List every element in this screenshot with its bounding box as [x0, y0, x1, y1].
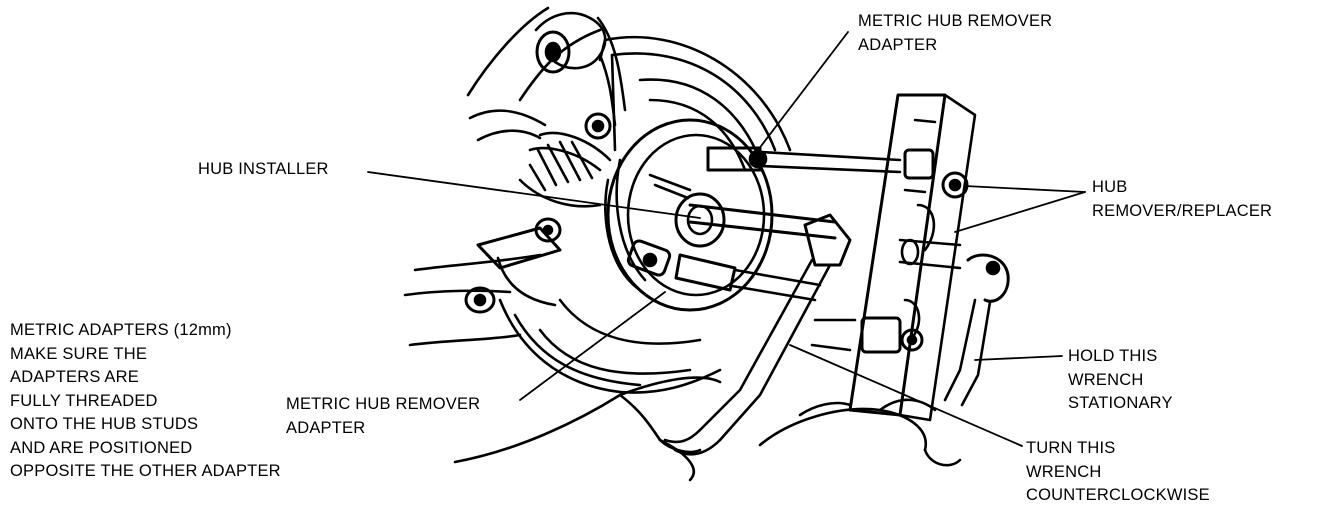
label-line: METRIC HUB REMOVER: [858, 12, 1053, 30]
lower-control-arm: [403, 217, 562, 347]
label-line: COUNTERCLOCKWISE: [1026, 486, 1210, 504]
label-line: ONTO THE HUB STUDS: [10, 415, 199, 433]
label-line: TURN THIS: [1026, 439, 1116, 457]
label-line: METRIC HUB REMOVER: [286, 395, 481, 413]
label-hub-remover-replacer: HUB REMOVER/REPLACER: [1092, 176, 1272, 223]
label-turn-this-wrench: TURN THIS WRENCH COUNTERCLOCKWISE: [1026, 437, 1210, 508]
label-line: OPPOSITE THE OTHER ADAPTER: [10, 462, 281, 480]
label-line: HOLD THIS: [1068, 347, 1158, 365]
adapters-and-rods: [674, 146, 962, 302]
label-metric-hub-remover-adapter-top: METRIC HUB REMOVER ADAPTER: [858, 10, 1052, 57]
hub-remover-replacer-tool: [810, 93, 977, 422]
label-metric-adapters-note: METRIC ADAPTERS (12mm) MAKE SURE THE ADA…: [10, 319, 281, 484]
label-hold-this-wrench: HOLD THIS WRENCH STATIONARY: [1068, 345, 1173, 416]
label-line: REMOVER/REPLACER: [1092, 201, 1273, 220]
label-metric-hub-remover-adapter-bottom: METRIC HUB REMOVER ADAPTER: [286, 393, 480, 440]
label-line: FULLY THREADED: [10, 391, 158, 410]
steering-knuckle: [466, 6, 627, 208]
label-line: WRENCH: [1068, 370, 1144, 389]
label-line: MAKE SURE THE: [10, 344, 148, 363]
turning-wrench: [663, 213, 852, 456]
label-line: HUB: [1092, 178, 1128, 196]
label-line: WRENCH: [1026, 462, 1102, 481]
label-hub-installer: HUB INSTALLER: [198, 158, 329, 182]
label-line: STATIONARY: [1068, 394, 1173, 412]
label-line: ADAPTER: [858, 35, 938, 54]
label-line: ADAPTERS ARE: [10, 368, 139, 386]
label-line: METRIC ADAPTERS (12mm): [10, 321, 232, 339]
stationary-wrench: [943, 253, 1010, 407]
label-line: AND ARE POSITIONED: [10, 438, 193, 457]
leader-lines: [367, 31, 1086, 447]
label-line: HUB INSTALLER: [198, 160, 329, 178]
label-line: ADAPTER: [286, 418, 366, 437]
brake-backing-plate: [498, 35, 792, 394]
